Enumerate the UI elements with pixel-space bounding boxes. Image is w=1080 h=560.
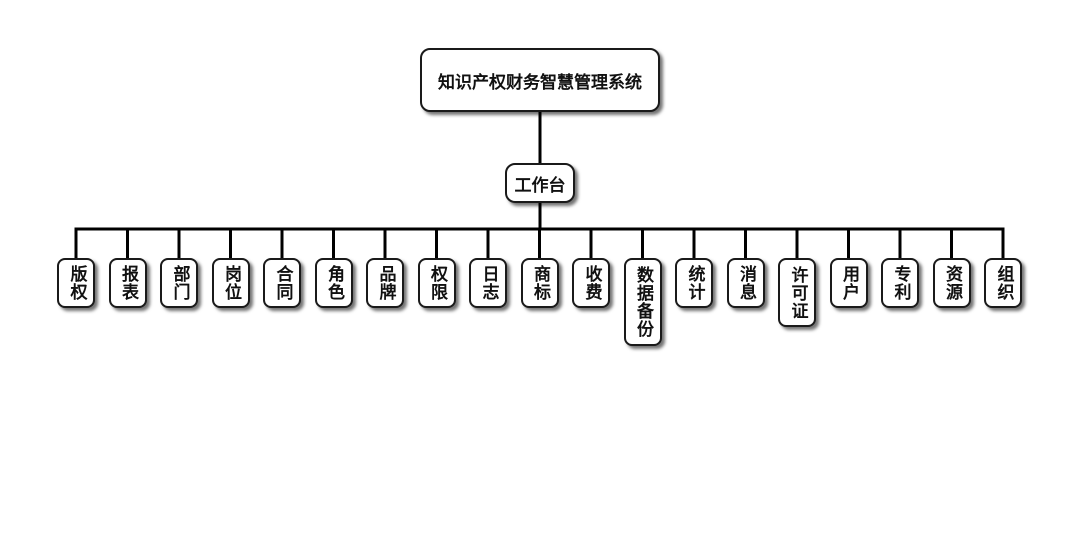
module-node: 报表 [108,258,147,308]
module-node: 统计 [675,258,713,308]
module-node: 消息 [726,258,765,308]
module-node: 日志 [469,258,507,308]
module-node: 数据备份 [623,258,662,346]
module-node: 资源 [932,258,971,308]
module-node: 收费 [572,258,610,308]
module-node: 组织 [984,258,1022,308]
module-node: 权限 [417,258,456,308]
module-node: 角色 [314,258,353,308]
root-node: 知识产权财务智慧管理系统 [420,48,660,112]
module-node: 版权 [57,258,95,308]
module-node: 部门 [160,258,198,308]
hub-node: 工作台 [505,163,575,203]
module-node: 商标 [520,258,559,308]
module-node: 合同 [263,258,301,308]
module-node: 专利 [881,258,919,308]
module-node: 岗位 [211,258,250,308]
module-node: 品牌 [366,258,404,308]
module-node: 许可证 [778,258,816,327]
module-node: 用户 [829,258,868,308]
